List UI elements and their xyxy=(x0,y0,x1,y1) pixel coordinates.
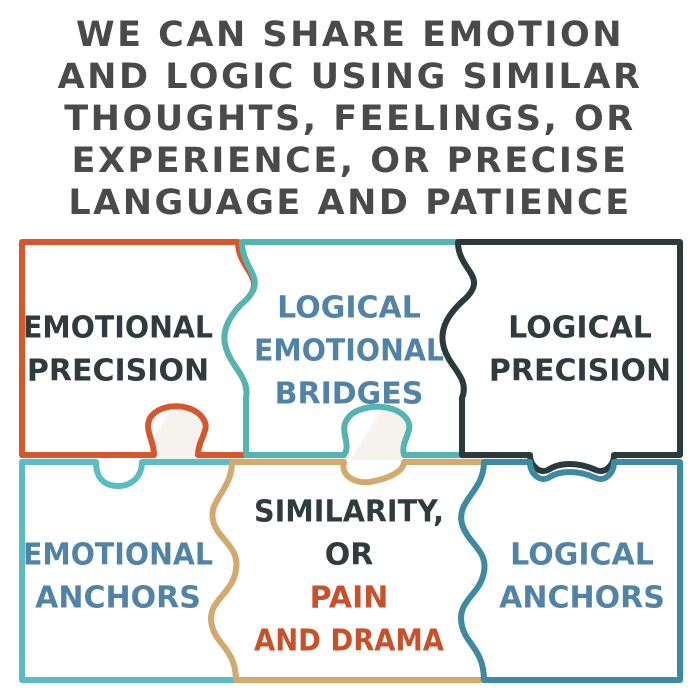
headline-line: WE CAN SHARE EMOTION xyxy=(75,15,624,55)
piece-label: ANCHORS xyxy=(35,581,201,616)
piece-label: PRECISION xyxy=(489,354,671,389)
piece-label: ANCHORS xyxy=(499,581,665,616)
headline-line: AND LOGIC USING SIMILAR xyxy=(57,57,643,97)
puzzle-piece-logical-precision xyxy=(439,239,683,474)
piece-label: LOGICAL xyxy=(510,538,654,573)
piece-label-highlight: AND DRAMA xyxy=(254,624,445,659)
headline-line: EXPERIENCE, OR PRECISE xyxy=(71,141,629,181)
headline-line: LANGUAGE AND PATIENCE xyxy=(68,183,632,223)
piece-label: BRIDGES xyxy=(275,377,424,412)
headline-line: THOUGHTS, FEELINGS, OR xyxy=(64,99,636,139)
piece-label: SIMILARITY, xyxy=(254,495,444,530)
headline: WE CAN SHARE EMOTION AND LOGIC USING SIM… xyxy=(20,14,680,224)
puzzle-piece-logical-anchors xyxy=(458,459,683,683)
piece-label-highlight: PAIN xyxy=(310,581,389,616)
piece-label: PRECISION xyxy=(27,354,209,389)
piece-label: OR xyxy=(325,538,374,573)
piece-label: LOGICAL xyxy=(277,291,421,326)
piece-label: EMOTIONAL xyxy=(23,311,213,346)
piece-label: EMOTIONAL xyxy=(23,538,213,573)
piece-label: EMOTIONAL xyxy=(254,334,444,369)
piece-label: LOGICAL xyxy=(508,311,652,346)
puzzle-piece-emotional-precision xyxy=(19,239,257,458)
